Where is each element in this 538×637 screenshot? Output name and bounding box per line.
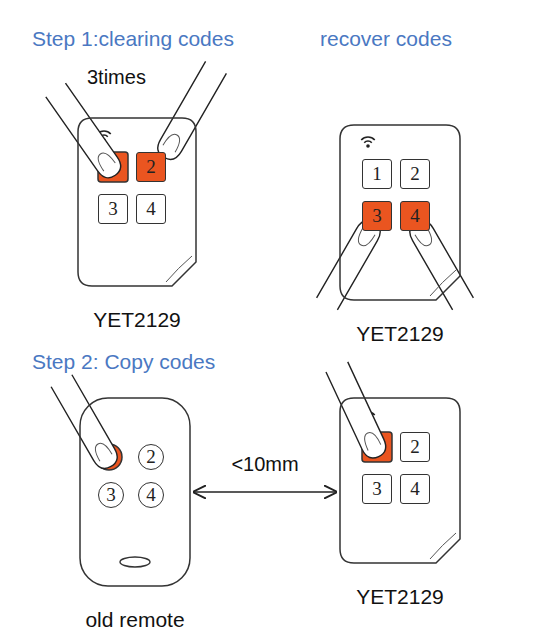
remote-body (78, 118, 196, 286)
fingernail (95, 150, 116, 171)
button-number: 4 (410, 478, 420, 500)
annotation: 3times (87, 66, 146, 89)
finger-outline (154, 61, 227, 163)
wireless-icon (361, 137, 375, 148)
step-heading: Step 1:clearing codes (32, 27, 234, 51)
finger (326, 362, 390, 462)
remote-body (340, 125, 460, 300)
remote-body (80, 398, 190, 586)
finger-outline (46, 83, 125, 182)
folded-corner (430, 533, 456, 559)
button-number: 4 (146, 198, 156, 220)
button-number: 2 (410, 436, 420, 458)
remote-outline (78, 396, 192, 588)
finger-outline (326, 362, 390, 462)
remote-button: 1 (362, 159, 392, 189)
button-number: 3 (372, 205, 382, 227)
remote-button: 3 (98, 482, 124, 508)
remote-control: YET2129234 (78, 118, 196, 286)
folded-corner (430, 270, 456, 296)
wireless-dot (366, 144, 370, 148)
button-number: 2 (410, 163, 420, 185)
remote-caption: old remote (20, 608, 250, 632)
remote-control: YET21291234 (340, 125, 460, 300)
button-number: 4 (146, 484, 156, 506)
remote-control: YET2129234 (340, 398, 460, 563)
button-number: 4 (410, 205, 420, 227)
remote-button: 3 (362, 474, 392, 504)
finger (51, 375, 121, 473)
fingernail (92, 440, 112, 461)
fingernail (163, 131, 183, 152)
button-number: 2 (146, 446, 156, 468)
button-number: 2 (146, 156, 156, 178)
remote-button: 3 (362, 201, 392, 231)
remote-caption: YET2129 (280, 322, 520, 346)
button-number: 3 (108, 198, 118, 220)
remote-button: 2 (400, 432, 430, 462)
remote-button: 2 (136, 152, 166, 182)
wireless-arc (361, 137, 375, 140)
button-number: 3 (106, 484, 116, 506)
remote-button: 4 (400, 201, 430, 231)
remote-caption: YET2129 (280, 585, 520, 609)
remote-control: old remote234 (80, 398, 190, 586)
fingernail (361, 430, 380, 450)
finger (46, 83, 125, 182)
finger-outline (51, 375, 121, 473)
folded-corner (166, 256, 192, 282)
edge-label: <10mm (229, 453, 300, 476)
step-heading: recover codes (320, 27, 452, 51)
distance-arrow (194, 491, 336, 493)
remote-button: 3 (98, 194, 128, 224)
remote-button: 2 (400, 159, 430, 189)
button-number: 3 (372, 478, 382, 500)
button-number: 1 (372, 163, 382, 185)
finger (154, 61, 227, 163)
keyring-slot (120, 557, 150, 567)
wireless-arc (364, 141, 372, 143)
remote-caption: YET2129 (18, 308, 256, 332)
remote-button: 4 (138, 482, 164, 508)
remote-button: 4 (136, 194, 166, 224)
remote-body (340, 398, 460, 563)
step-heading: Step 2: Copy codes (32, 350, 215, 374)
remote-button: 4 (400, 474, 430, 504)
remote-button: 2 (138, 444, 164, 470)
